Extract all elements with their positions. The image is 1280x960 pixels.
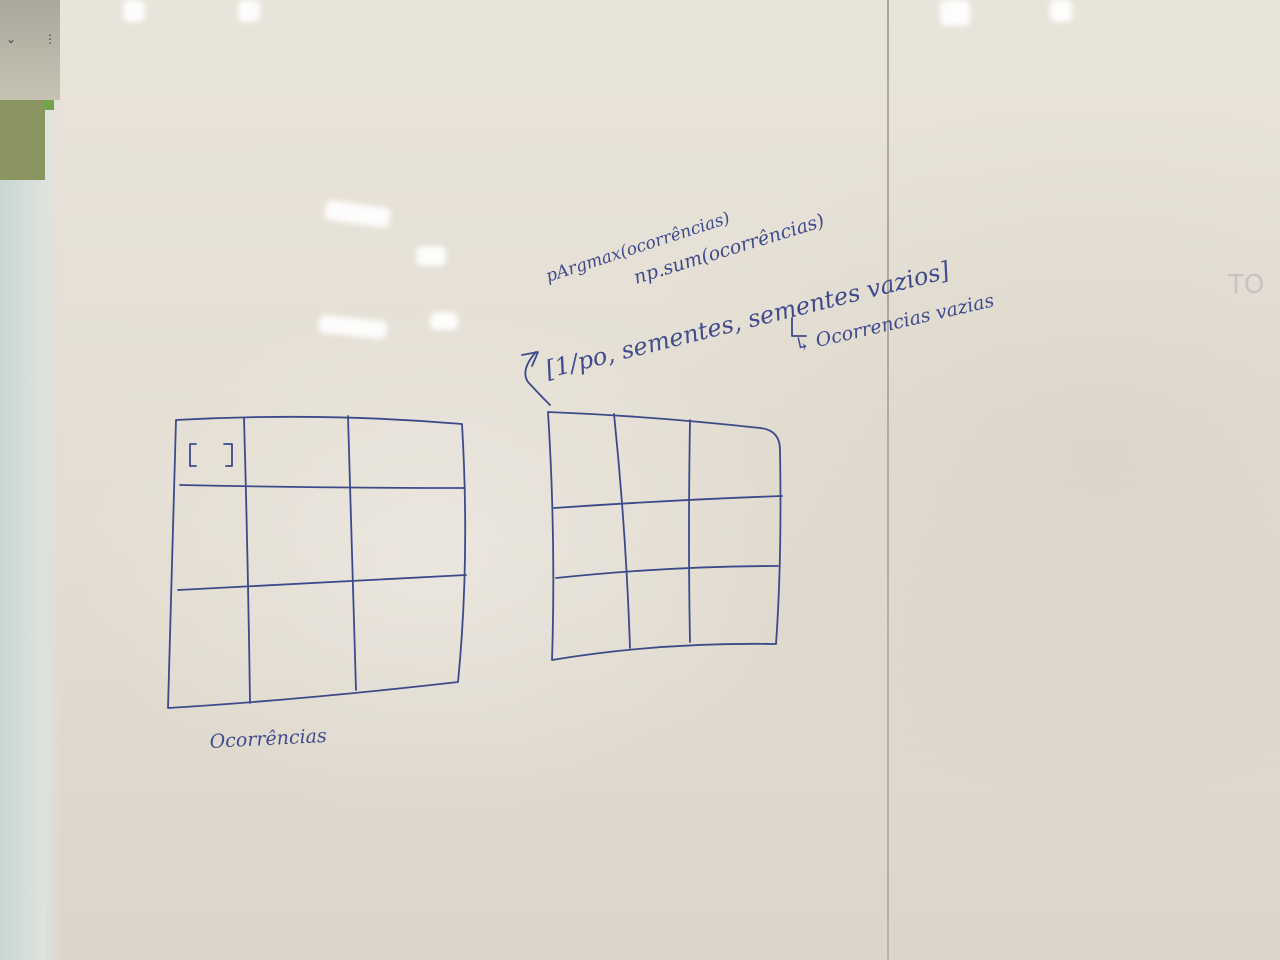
grid-col-line: [688, 419, 691, 643]
sub-arrow: [791, 317, 807, 337]
projected-green-panel: [0, 100, 45, 180]
projected-screen-edge: ⌄ ⋮: [0, 0, 62, 960]
grid-col-line: [243, 417, 251, 704]
second-grid: [547, 411, 783, 661]
ceiling-light-reflection: [940, 0, 970, 26]
projected-toolbar: [0, 0, 60, 100]
grid-row-line: [179, 484, 466, 489]
grid-row-line: [177, 574, 467, 591]
board-panel-seam: [887, 0, 889, 960]
grid-row-line: [553, 495, 783, 509]
ceiling-light-reflection: [1050, 0, 1072, 22]
ceiling-light-reflection: [416, 246, 446, 266]
ceiling-light-reflection: [123, 0, 145, 22]
faint-erased-text: TO: [1228, 270, 1265, 300]
occurrences-grid: [167, 415, 467, 709]
grid-col-line: [613, 413, 631, 649]
grid-col-line: [347, 415, 357, 691]
projected-accent-block: [44, 100, 54, 110]
grid-outline: [547, 411, 782, 661]
arrow-head: [521, 351, 539, 367]
grid-row-line: [555, 565, 779, 579]
chevron-down-icon: ⌄: [6, 32, 17, 46]
ceiling-light-reflection: [430, 312, 458, 330]
cell-mark: [ ]: [0, 0, 2, 1]
grid-outline: [167, 415, 467, 709]
more-icon: ⋮: [44, 32, 56, 46]
grid-label-occurrences: Ocorrências: [209, 725, 327, 753]
arrow-to-grid: [524, 351, 551, 406]
cell-bracket-close: [223, 443, 233, 467]
cell-bracket-open: [189, 443, 197, 467]
ceiling-light-reflection: [238, 0, 260, 22]
